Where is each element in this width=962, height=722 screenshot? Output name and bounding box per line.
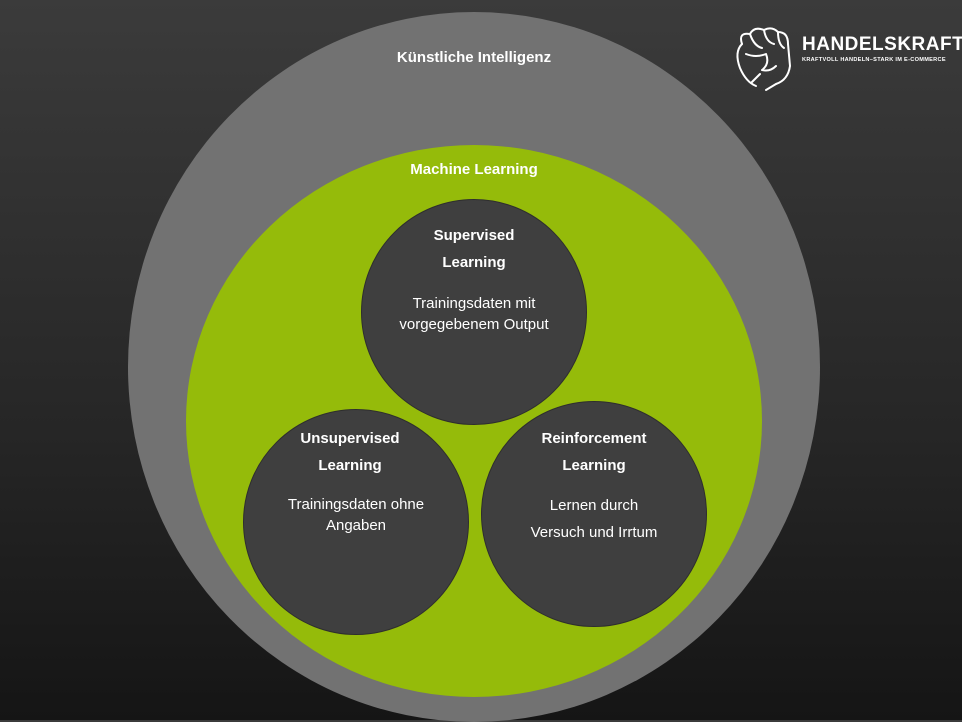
reinforcement-circle	[481, 401, 707, 627]
reinforcement-desc: Lernen durch Versuch und Irrtum	[494, 492, 694, 546]
unsupervised-desc-line2: Angaben	[325, 517, 387, 534]
reinforcement-desc-line1: Lernen durch	[549, 497, 639, 514]
handelskraft-logo: HANDELSKRAFT KRAFTVOLL HANDELN–STARK IM …	[732, 24, 962, 94]
reinforcement-desc-line2: Versuch und Irrtum	[530, 524, 658, 541]
fist-icon	[736, 27, 791, 91]
supervised-circle	[361, 199, 587, 425]
reinforcement-title-line1: Reinforcement	[541, 430, 647, 447]
logo-tagline: KRAFTVOLL HANDELN–STARK IM E-COMMERCE	[802, 57, 946, 63]
ml-title: Machine Learning	[410, 161, 538, 178]
logo-name: HANDELSKRAFT	[802, 34, 962, 55]
reinforcement-title-line2: Learning	[562, 457, 626, 474]
ai-title: Künstliche Intelligenz	[396, 49, 552, 66]
supervised-title-line2: Learning	[442, 254, 506, 271]
supervised-desc-line1: Trainingsdaten mit	[412, 295, 536, 312]
unsupervised-title: Unsupervised Learning	[250, 425, 450, 479]
unsupervised-circle	[243, 409, 469, 635]
unsupervised-title-line2: Learning	[318, 457, 382, 474]
unsupervised-title-line1: Unsupervised	[300, 430, 400, 447]
reinforcement-title: Reinforcement Learning	[494, 425, 694, 479]
supervised-title-line1: Supervised	[433, 227, 515, 244]
supervised-desc-line2: vorgegebenem Output	[399, 316, 549, 333]
unsupervised-desc: Trainingsdaten ohne Angaben	[256, 494, 456, 536]
unsupervised-desc-line1: Trainingsdaten ohne	[287, 496, 425, 513]
supervised-desc: Trainingsdaten mit vorgegebenem Output	[374, 293, 574, 335]
supervised-title: Supervised Learning	[374, 222, 574, 276]
